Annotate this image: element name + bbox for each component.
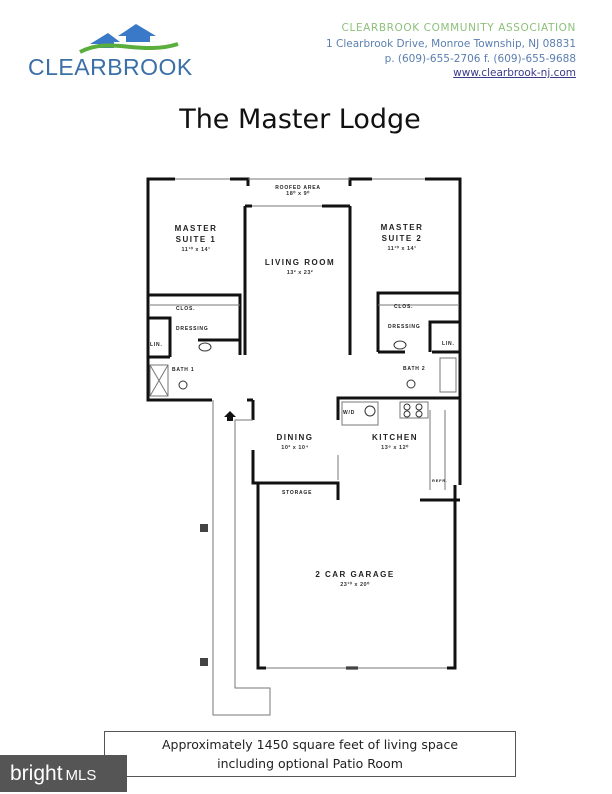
columns [200, 524, 208, 666]
clearbrook-logo-icon [79, 24, 179, 54]
bath-2-label: BATH 2 [403, 366, 426, 372]
closet-2-label: CLOS. [394, 304, 414, 310]
square-footage-note: Approximately 1450 square feet of living… [104, 731, 516, 777]
thin-lines [149, 178, 458, 716]
phone-fax: p. (609)-655-2706 f. (609)-655-9688 [384, 53, 576, 65]
website-link[interactable]: www.clearbrook-nj.com [453, 67, 576, 79]
dressing-1-label: DRESSING [176, 326, 209, 332]
logo-text: CLEARBROOK [28, 54, 193, 80]
footer-line-2: including optional Patio Room [217, 756, 403, 771]
bath-1-label: BATH 1 [172, 367, 195, 373]
footer-line-1: Approximately 1450 square feet of living… [161, 737, 459, 752]
linen-2-label: LIN. [442, 341, 455, 347]
linen-1-label: LIN. [150, 342, 163, 348]
association-name: CLEARBROOK COMMUNITY ASSOCIATION [341, 22, 576, 34]
refrigerator-label: REFR. [432, 478, 448, 483]
closet-1-label: CLOS. [176, 306, 196, 312]
badge-suffix: MLS [65, 767, 97, 784]
address: 1 Clearbrook Drive, Monroe Township, NJ … [326, 38, 576, 50]
dressing-2-label: DRESSING [388, 324, 421, 330]
walls [146, 177, 462, 670]
storage-label: STORAGE [282, 490, 313, 496]
entry-arrow-icon [224, 411, 236, 421]
washer-dryer-label: W/D [343, 410, 356, 416]
page-title: The Master Lodge [179, 104, 421, 135]
badge-brand: bright [10, 762, 63, 785]
